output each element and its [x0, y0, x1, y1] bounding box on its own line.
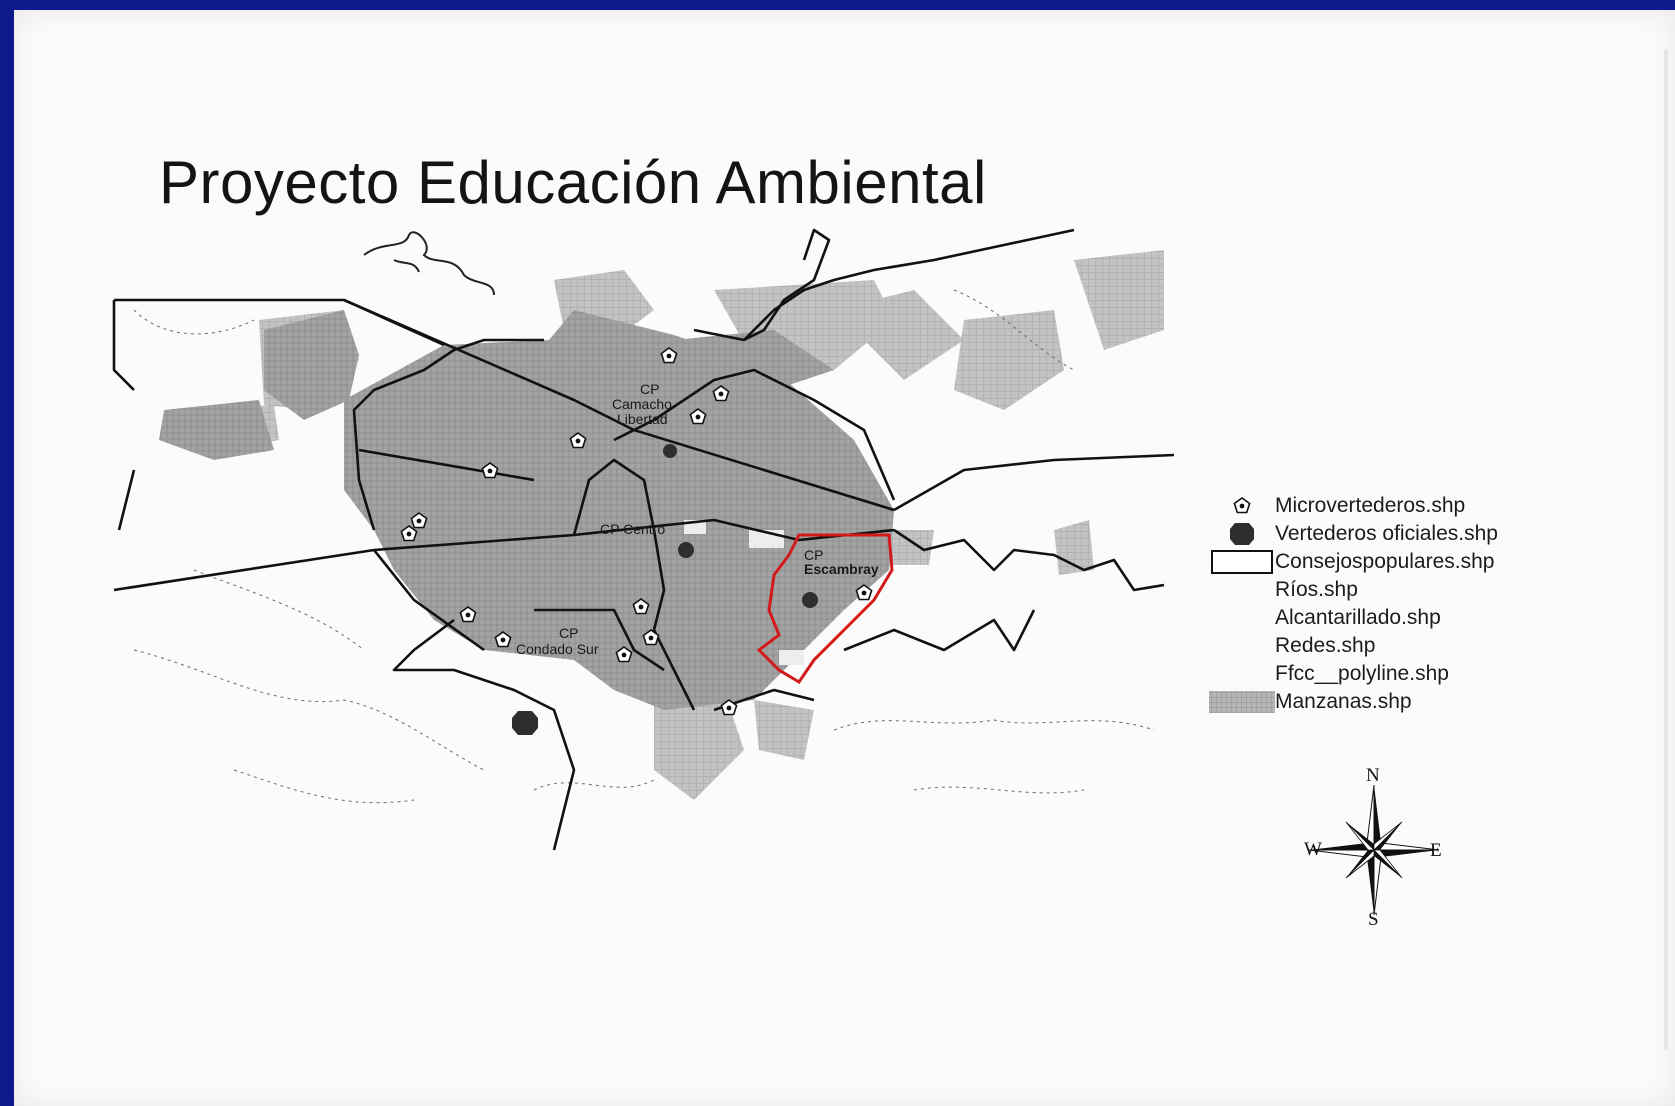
legend-item-rios: Ríos.shp — [1209, 576, 1629, 604]
vertedero-marker-escambray — [802, 592, 818, 608]
scanned-map-page: CP Camacho Libertad CP Centro CP Escambr… — [14, 10, 1675, 1106]
microvertedero-marker — [615, 646, 633, 663]
river-north — [363, 231, 495, 296]
map-legend: Microvertederos.shp Vertederos oficiales… — [1209, 492, 1629, 716]
legend-item-consejos: Consejospopulares.shp — [1209, 548, 1629, 576]
compass-south: S — [1368, 909, 1379, 925]
compass-west: W — [1304, 839, 1322, 860]
microvertedero-marker — [400, 525, 418, 542]
label-camacho-name: Camacho — [612, 396, 672, 412]
legend-item-alcantarillado: Alcantarillado.shp — [1209, 604, 1629, 632]
microvertedero-marker — [660, 347, 678, 364]
gray-fill-icon — [1209, 690, 1275, 714]
city-map: CP Camacho Libertad CP Centro CP Escambr… — [112, 228, 1175, 851]
manzanas-urban — [159, 310, 894, 710]
microvertedero-marker — [712, 385, 730, 402]
legend-item-microvertederos: Microvertederos.shp — [1209, 492, 1629, 520]
compass-east: E — [1430, 840, 1442, 861]
microvertederos — [400, 347, 873, 716]
label-camacho-cp: CP — [640, 381, 659, 397]
legend-label: Alcantarillado.shp — [1275, 606, 1441, 629]
label-libertad-name: Libertad — [617, 411, 668, 427]
microvertedero-marker — [855, 584, 873, 601]
microvertedero-marker — [632, 598, 650, 615]
microvertedero-marker — [494, 631, 512, 648]
consejos-boundaries — [112, 228, 1175, 851]
legend-item-ffcc: Ffcc__polyline.shp — [1209, 660, 1629, 688]
vertedero-marker-south — [512, 711, 538, 735]
consejo-labels: CP Camacho Libertad CP Centro CP Escambr… — [516, 381, 879, 657]
legend-label: Vertederos oficiales.shp — [1275, 522, 1498, 545]
legend-item-vertederos: Vertederos oficiales.shp — [1209, 520, 1629, 548]
legend-label: Ríos.shp — [1275, 578, 1358, 601]
label-condado-name: Condado Sur — [516, 641, 599, 657]
filled-octagon-icon — [1209, 522, 1275, 546]
slide-frame-top — [0, 0, 1675, 10]
vertedero-marker-camacho — [663, 444, 677, 458]
label-condado-cp: CP — [559, 625, 578, 641]
label-escambray-name: Escambray — [804, 561, 879, 577]
legend-label: Redes.shp — [1275, 634, 1376, 657]
microvertedero-marker — [410, 512, 428, 529]
legend-item-redes: Redes.shp — [1209, 632, 1629, 660]
pentagon-dot-icon — [1209, 494, 1275, 518]
vertederos-oficiales — [512, 444, 818, 735]
microvertedero-marker — [569, 432, 587, 449]
microvertedero-marker — [720, 699, 738, 716]
legend-item-manzanas: Manzanas.shp — [1209, 688, 1629, 716]
manzanas-outlying — [204, 250, 1164, 800]
microvertedero-marker — [481, 462, 499, 479]
legend-label: Microvertederos.shp — [1275, 494, 1466, 517]
microvertedero-marker — [642, 629, 660, 646]
page-edge-shadow — [1664, 50, 1668, 1050]
legend-label: Ffcc__polyline.shp — [1275, 662, 1449, 685]
legend-label: Manzanas.shp — [1275, 690, 1412, 713]
compass-north: N — [1366, 765, 1380, 786]
map-title: Proyecto Educación Ambiental — [159, 149, 987, 216]
vertedero-marker-centro — [678, 542, 694, 558]
legend-label: Consejospopulares.shp — [1275, 550, 1495, 573]
microvertedero-marker — [459, 606, 477, 623]
label-escambray-cp: CP — [804, 547, 823, 563]
rios-network — [133, 289, 1155, 804]
microvertedero-marker — [689, 408, 707, 425]
slide-frame-left — [0, 0, 14, 1106]
label-centro: CP Centro — [600, 521, 665, 537]
escambray-highlight-boundary — [756, 533, 894, 685]
compass-rose-icon: N S E W — [1304, 765, 1442, 925]
outline-rectangle-icon — [1209, 550, 1275, 574]
